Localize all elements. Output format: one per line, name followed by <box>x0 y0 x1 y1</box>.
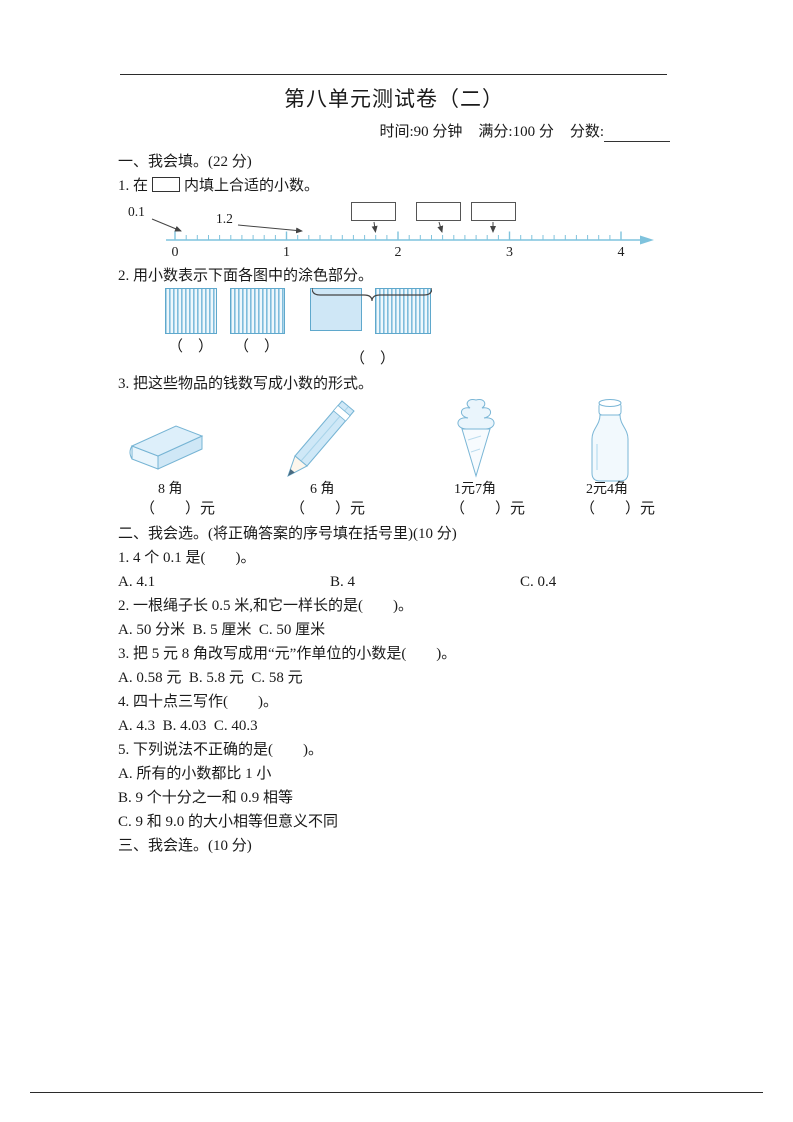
mc1-option-b: B. 4 <box>330 574 356 590</box>
question-3: 3. 把这些物品的钱数写成小数的形式。 <box>118 376 374 392</box>
mc-question-5: 5. 下列说法不正确的是( )。 <box>118 742 323 758</box>
mc-question-1: 1. 4 个 0.1 是( )。 <box>118 550 256 566</box>
mc1-option-c: C. 0.4 <box>520 574 557 590</box>
answer-blank-ice-cream: （ ）元 <box>450 501 526 517</box>
footer-rule <box>30 1092 763 1093</box>
numberline-label-0-1: 0.1 <box>128 204 145 219</box>
axis-label-2: 2 <box>395 245 402 260</box>
mc-question-5-option-b: B. 9 个十分之一和 0.9 相等 <box>118 790 294 806</box>
number-line-diagram: 0.1 1.2 0 1 2 3 4 <box>128 202 654 260</box>
header-rule <box>120 74 667 75</box>
mc-question-5-option-c: C. 9 和 9.0 的大小相等但意义不同 <box>118 814 339 830</box>
question-1-pre: 1. 在 <box>118 178 149 194</box>
exam-info-line: 时间:90 分钟满分:100 分分数: <box>118 122 670 142</box>
axis-label-0: 0 <box>172 245 179 260</box>
inline-answer-box <box>152 177 181 192</box>
answer-blank-grid-3: （ ） <box>350 351 396 367</box>
pointer-arrows <box>151 218 496 234</box>
pencil-image <box>287 400 355 478</box>
section1-heading: 一、我会填。(22 分) <box>118 154 252 170</box>
mc-question-2: 2. 一根绳子长 0.5 米,和它一样长的是( )。 <box>118 598 413 614</box>
page-title: 第八单元测试卷（二） <box>284 87 504 111</box>
grid-striped-1 <box>165 288 217 334</box>
grid-striped-2 <box>230 288 285 334</box>
section2-heading: 二、我会选。(将正确答案的序号填在括号里)(10 分) <box>118 526 457 542</box>
answer-blank-pencil: （ ）元 <box>290 501 366 517</box>
answer-box-1 <box>351 202 396 221</box>
milk-bottle-image <box>591 399 629 482</box>
section3-heading: 三、我会连。(10 分) <box>118 838 252 854</box>
score-blank-line <box>604 127 670 142</box>
price-label-ice-cream: 1元7角 <box>454 482 496 497</box>
full-score-label: 满分:100 分 <box>478 124 554 140</box>
ice-cream-image <box>457 399 495 478</box>
question-1-post: 内填上合适的小数。 <box>184 178 320 194</box>
answer-blanks-row: （ ）元 （ ）元 （ ）元 （ ）元 <box>118 498 670 520</box>
mc-question-3: 3. 把 5 元 8 角改写成用“元”作单位的小数是( )。 <box>118 646 457 662</box>
question-2-figures: （ ） （ ） （ ） <box>118 288 670 372</box>
price-labels-row: 8 角 6 角 1元7角 2元4角 <box>118 482 670 498</box>
mc1-option-a: A. 4.1 <box>118 574 156 590</box>
axis-label-1: 1 <box>283 245 290 260</box>
axis-label-3: 3 <box>506 245 513 260</box>
answer-blank-milk-bottle: （ ）元 <box>580 501 656 517</box>
question-2: 2. 用小数表示下面各图中的涂色部分。 <box>118 268 374 284</box>
mc-question-4: 4. 四十点三写作( )。 <box>118 694 278 710</box>
major-tick-marks <box>174 231 622 240</box>
mc-question-4-options: A. 4.3 B. 4.03 C. 40.3 <box>118 718 258 734</box>
answer-blank-eraser: （ ）元 <box>140 501 216 517</box>
time-label: 时间:90 分钟 <box>379 124 463 140</box>
answer-box-3 <box>471 202 516 221</box>
worksheet-content: 第八单元测试卷（二） 时间:90 分钟满分:100 分分数: 一、我会填。(22… <box>118 84 670 858</box>
underbrace-icon <box>312 288 432 302</box>
axis-labels: 0 1 2 3 4 <box>172 245 625 260</box>
minor-tick-marks <box>185 235 611 240</box>
question-1: 1. 在 内填上合适的小数。 <box>118 174 670 198</box>
mc-question-1-options: A. 4.1 B. 4 C. 0.4 <box>118 570 670 594</box>
axis-label-4: 4 <box>618 245 625 260</box>
grid-striped-3 <box>375 288 431 334</box>
price-label-eraser: 8 角 <box>158 482 183 497</box>
answer-blank-grid-2: （ ） <box>234 339 280 355</box>
answer-blank-grid-1: （ ） <box>168 339 214 355</box>
axis-arrowhead-icon <box>640 235 654 245</box>
price-label-pencil: 6 角 <box>310 482 335 497</box>
answer-box-2 <box>416 202 461 221</box>
eraser-image <box>129 425 204 470</box>
score-label: 分数: <box>569 124 604 140</box>
mc-question-5-option-a: A. 所有的小数都比 1 小 <box>118 766 272 782</box>
mc-question-3-options: A. 0.58 元 B. 5.8 元 C. 58 元 <box>118 670 303 686</box>
numberline-label-1-2: 1.2 <box>216 211 233 226</box>
mc-question-2-options: A. 50 分米 B. 5 厘米 C. 50 厘米 <box>118 622 326 638</box>
price-label-milk-bottle: 2元4角 <box>586 482 628 497</box>
question-3-figures <box>118 396 670 482</box>
